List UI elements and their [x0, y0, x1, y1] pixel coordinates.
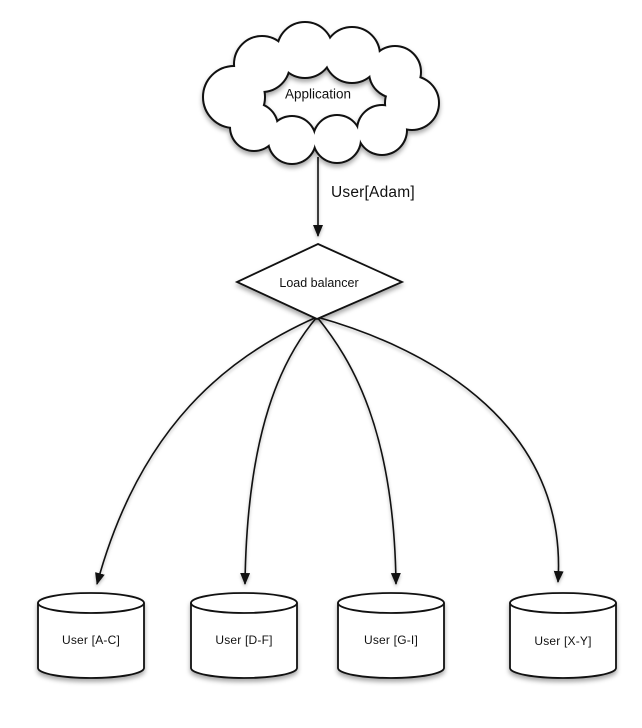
- edge-lb-to-shard-4: [316, 316, 564, 583]
- shard-cylinder-3: [337, 592, 445, 679]
- cloud-shape: [202, 21, 440, 165]
- edge-lb-to-shard-1: [95, 316, 318, 585]
- load-balancer-diamond: [234, 243, 405, 320]
- edge-lb-to-shard-2: [240, 316, 318, 585]
- edge-lb-to-shard-3: [316, 316, 401, 585]
- shard-cylinder-4: [509, 592, 617, 679]
- edges-layer: [95, 157, 564, 585]
- shard-cylinder-1: [37, 592, 145, 679]
- shard-cylinder-2: [190, 592, 298, 679]
